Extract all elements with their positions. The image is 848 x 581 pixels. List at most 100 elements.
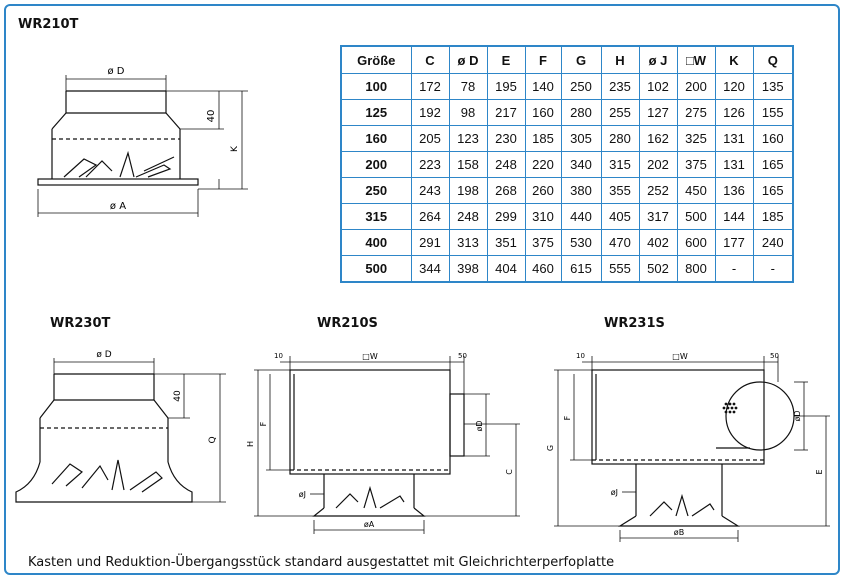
value-cell: 126 (714, 99, 754, 126)
value-cell: 305 (560, 125, 602, 152)
value-cell: 223 (410, 151, 450, 178)
size-cell: 500 (340, 255, 412, 283)
dim-label-d: øD (793, 410, 802, 421)
dim-label-j: øJ (611, 488, 618, 497)
value-cell: 351 (486, 229, 526, 256)
value-cell: 398 (448, 255, 488, 283)
value-cell: 404 (486, 255, 526, 283)
value-cell: 140 (524, 73, 562, 100)
value-cell: 165 (752, 151, 794, 178)
dim-label-w: □W (672, 352, 688, 361)
value-cell: 155 (752, 99, 794, 126)
column-header: □W (676, 45, 716, 74)
footer-note: Kasten und Reduktion-Übergangsstück stan… (28, 555, 615, 570)
column-header: Größe (340, 45, 412, 74)
value-cell: 131 (714, 125, 754, 152)
dim-label-d: ø D (96, 350, 111, 360)
value-cell: 248 (486, 151, 526, 178)
size-cell: 400 (340, 229, 412, 256)
dim-label-d: øD (475, 420, 484, 431)
value-cell: 248 (448, 203, 488, 230)
value-cell: 160 (524, 99, 562, 126)
value-cell: 177 (714, 229, 754, 256)
value-cell: 162 (638, 125, 678, 152)
value-cell: 460 (524, 255, 562, 283)
value-cell: 230 (486, 125, 526, 152)
value-cell: 299 (486, 203, 526, 230)
value-cell: 470 (600, 229, 640, 256)
value-cell: 440 (560, 203, 602, 230)
value-cell: 120 (714, 73, 754, 100)
value-cell: 255 (600, 99, 640, 126)
value-cell: 380 (560, 177, 602, 204)
value-cell: 235 (600, 73, 640, 100)
value-cell: 252 (638, 177, 678, 204)
dim-label-e: E (815, 469, 824, 474)
value-cell: - (752, 255, 794, 283)
column-header: E (486, 45, 526, 74)
value-cell: 202 (638, 151, 678, 178)
value-cell: 310 (524, 203, 562, 230)
value-cell: 800 (676, 255, 716, 283)
value-cell: 375 (676, 151, 716, 178)
value-cell: 275 (676, 99, 716, 126)
column-header: G (560, 45, 602, 74)
value-cell: 317 (638, 203, 678, 230)
value-cell: 500 (676, 203, 716, 230)
value-cell: 615 (560, 255, 602, 283)
dim-label-w: □W (362, 352, 378, 361)
dim-label-10: 10 (274, 352, 283, 360)
value-cell: 185 (752, 203, 794, 230)
title-wr210s: WR210S (317, 316, 378, 331)
dim-label-50: 50 (770, 352, 779, 360)
value-cell: 280 (600, 125, 640, 152)
value-cell: 344 (410, 255, 450, 283)
size-cell: 125 (340, 99, 412, 126)
dim-label-40: 40 (206, 110, 217, 123)
value-cell: 205 (410, 125, 450, 152)
column-header: F (524, 45, 562, 74)
value-cell: 600 (676, 229, 716, 256)
value-cell: 185 (524, 125, 562, 152)
value-cell: 217 (486, 99, 526, 126)
value-cell: 172 (410, 73, 450, 100)
column-header: H (600, 45, 640, 74)
dim-label-j: øJ (299, 490, 306, 499)
value-cell: 555 (600, 255, 640, 283)
dim-label-b: øB (674, 528, 684, 537)
dim-label-10: 10 (576, 352, 585, 360)
drawing-wr230t: ø D 40 Q (15, 350, 226, 503)
dim-label-g: G (546, 445, 555, 451)
title-wr210t: WR210T (18, 17, 79, 32)
value-cell: 402 (638, 229, 678, 256)
value-cell: 291 (410, 229, 450, 256)
value-cell: 131 (714, 151, 754, 178)
value-cell: 102 (638, 73, 678, 100)
size-cell: 100 (340, 73, 412, 100)
value-cell: 375 (524, 229, 562, 256)
drawing-wr231s: 10 □W 50 G F øD E øJ øB (546, 352, 830, 542)
value-cell: 243 (410, 177, 450, 204)
value-cell: 135 (752, 73, 794, 100)
value-cell: 355 (600, 177, 640, 204)
dim-label-a: ø A (110, 201, 126, 212)
dim-label-50: 50 (458, 352, 467, 360)
drawing-wr210s: 10 □W 50 H F øD C øJ øA (246, 352, 520, 534)
value-cell: 340 (560, 151, 602, 178)
dim-label-q: Q (208, 436, 218, 443)
size-cell: 200 (340, 151, 412, 178)
value-cell: 250 (560, 73, 602, 100)
size-cell: 160 (340, 125, 412, 152)
value-cell: 240 (752, 229, 794, 256)
title-wr230t: WR230T (50, 316, 111, 331)
value-cell: 195 (486, 73, 526, 100)
value-cell: 313 (448, 229, 488, 256)
dim-label-40: 40 (173, 390, 183, 402)
dim-label-h: H (246, 441, 255, 447)
